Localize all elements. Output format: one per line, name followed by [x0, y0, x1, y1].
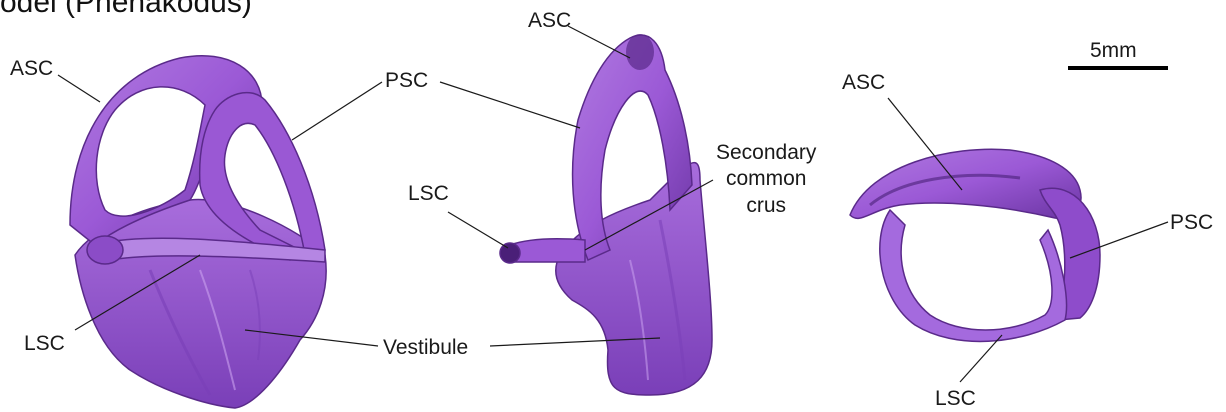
middle-lsc-canal: [510, 239, 585, 262]
label-crus-line-2: common: [716, 166, 816, 192]
label-middle-lsc: LSC: [408, 183, 449, 204]
leader-left-psc: [292, 82, 382, 140]
label-crus-line-3: crus: [716, 193, 816, 219]
label-left-asc: ASC: [10, 58, 53, 79]
label-right-lsc: LSC: [935, 388, 976, 409]
right-asc-canal: [850, 149, 1081, 218]
label-right-psc: PSC: [1170, 212, 1213, 233]
right-labyrinth-model: [850, 149, 1100, 341]
label-secondary-common-crus: Secondary common crus: [716, 140, 816, 219]
label-left-lsc: LSC: [24, 333, 65, 354]
label-middle-asc: ASC: [528, 10, 571, 31]
label-crus-line-1: Secondary: [716, 140, 816, 166]
leader-middle-lsc: [448, 212, 508, 248]
leader-middle-asc: [568, 26, 630, 58]
label-right-asc: ASC: [842, 72, 885, 93]
scale-bar-label: 5mm: [1090, 40, 1137, 61]
leader-middle-psc: [440, 82, 580, 128]
right-lsc-canal: [880, 210, 1067, 341]
left-labyrinth-model: [70, 56, 326, 408]
leader-left-asc: [58, 75, 100, 102]
label-left-psc: PSC: [385, 70, 428, 91]
label-vestibule: Vestibule: [383, 337, 468, 358]
